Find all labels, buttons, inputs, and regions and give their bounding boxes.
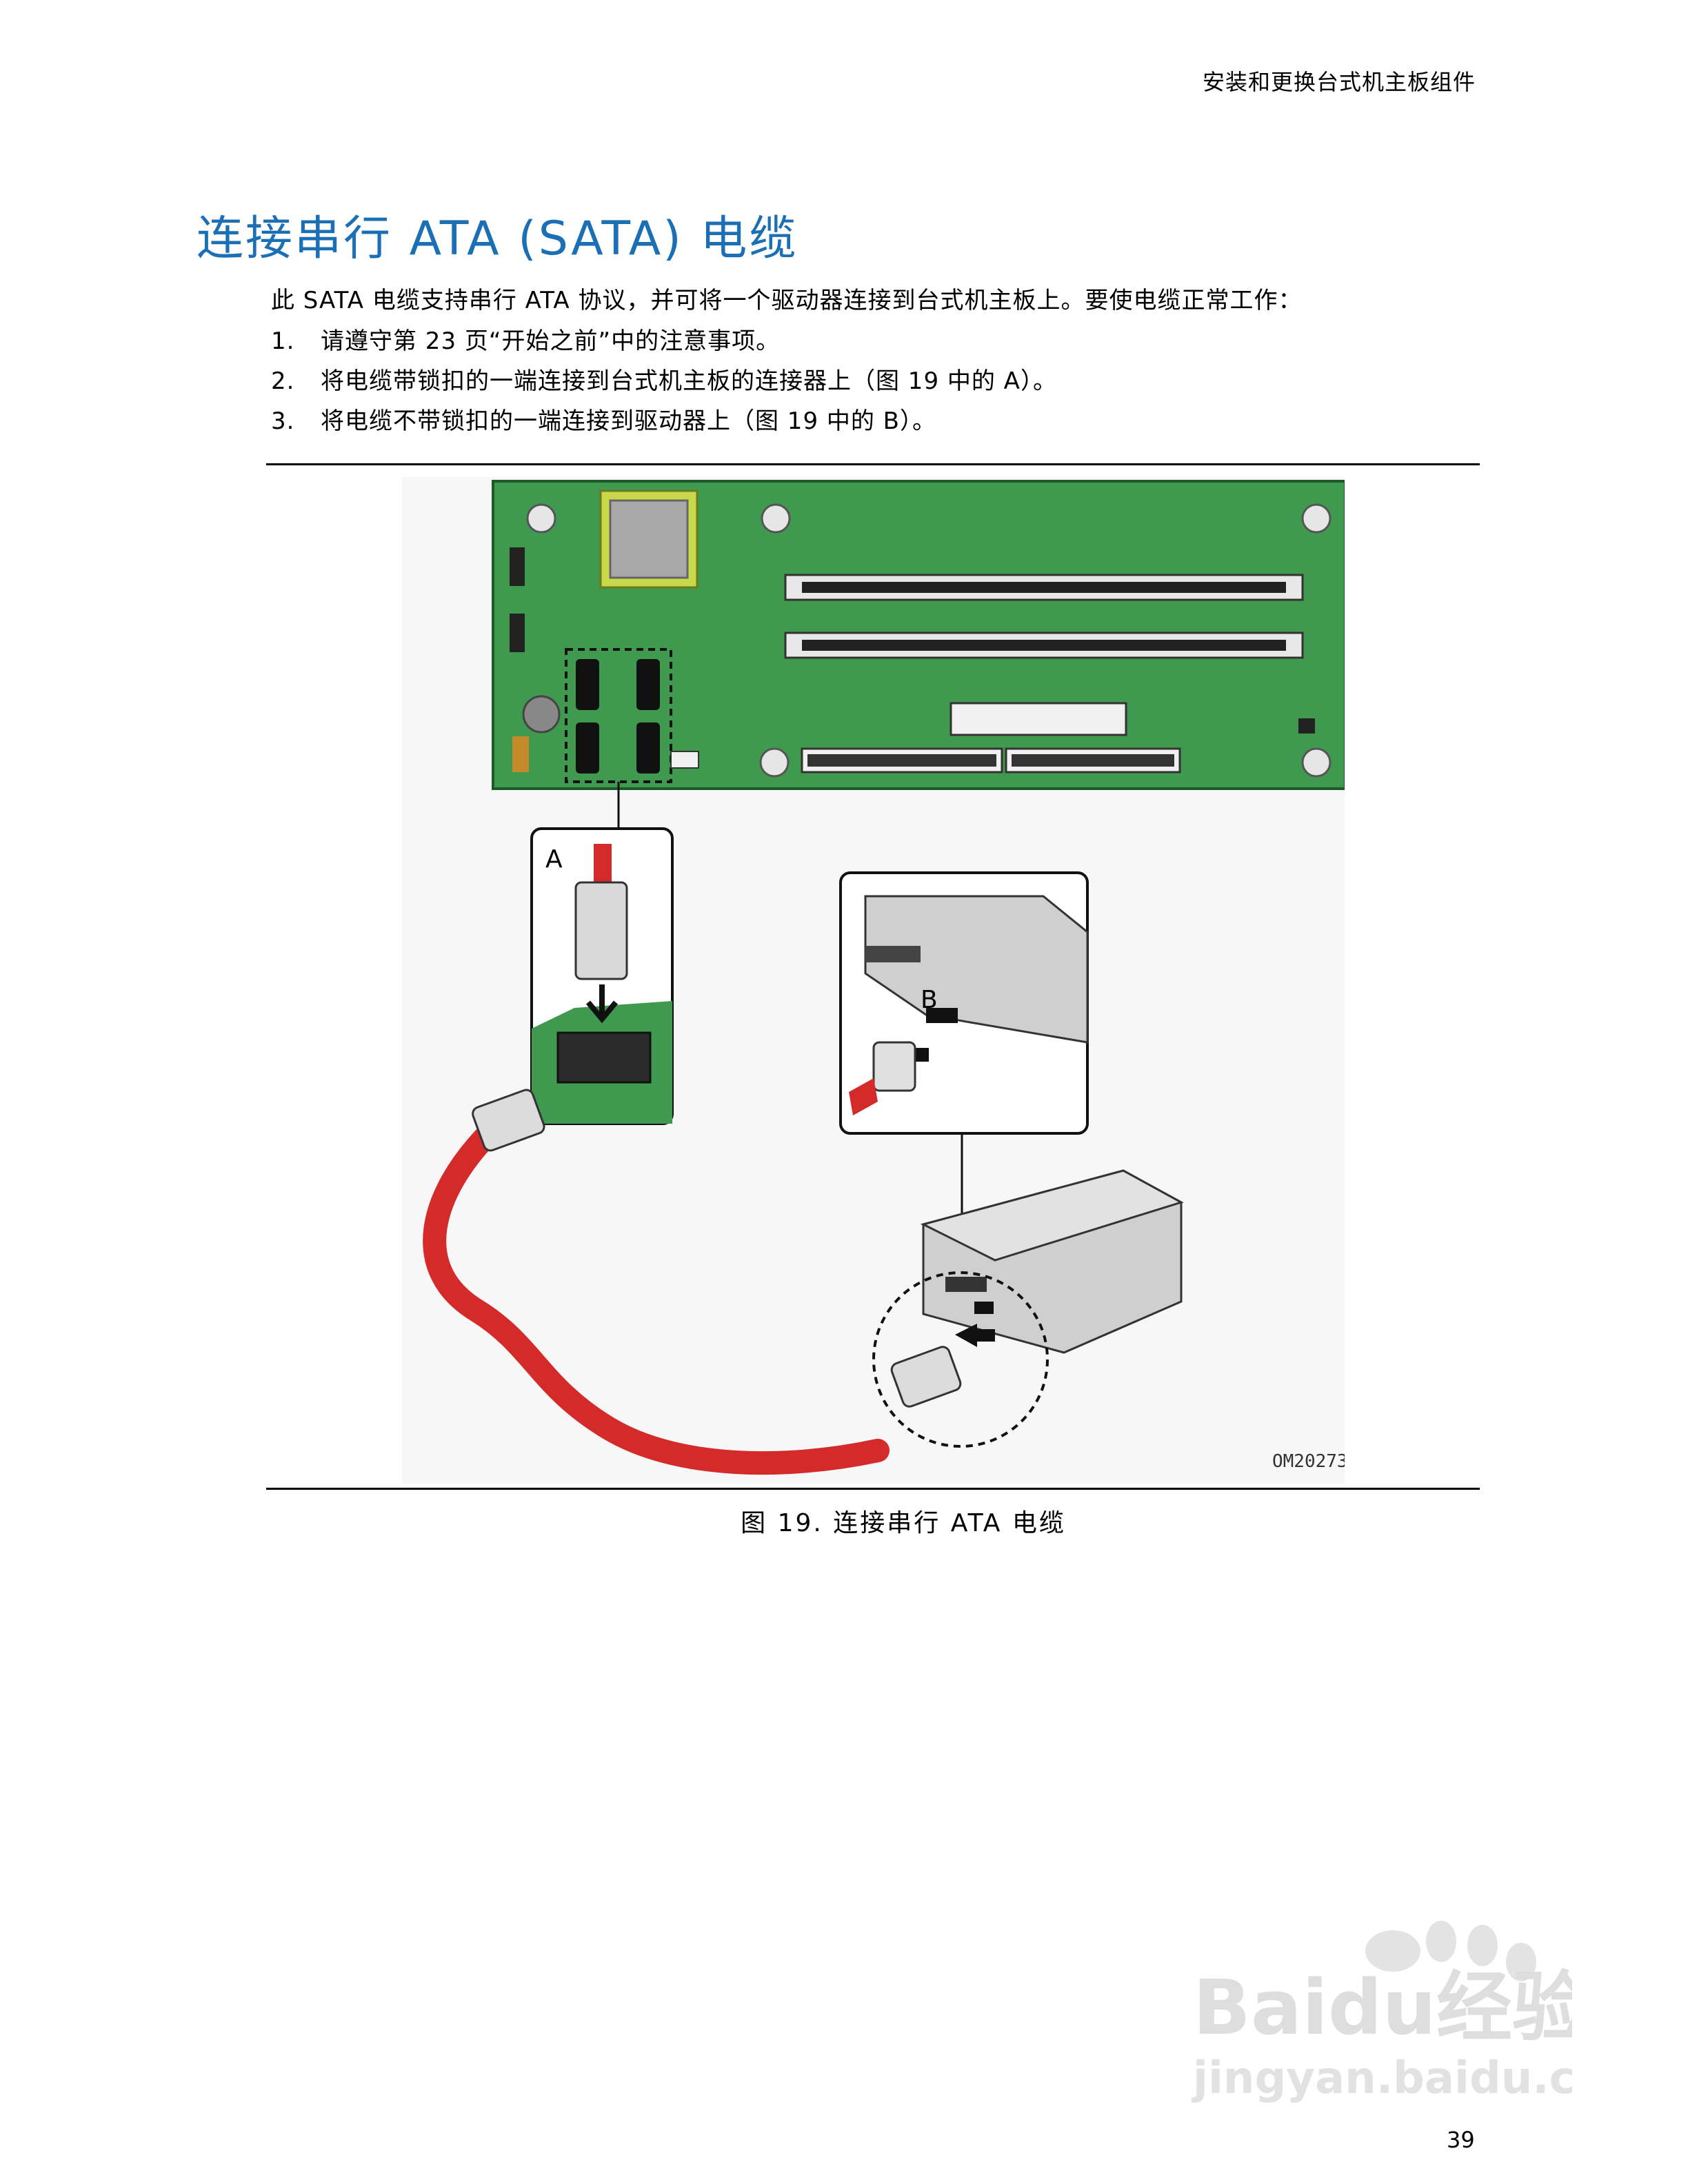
page-number: 39	[1447, 2127, 1475, 2153]
callout-a-label: A	[545, 845, 563, 873]
list-item: 3.将电缆不带锁扣的一端连接到驱动器上（图 19 中的 B）。	[271, 401, 1057, 441]
sata-cable-figure: A B OM20273	[402, 477, 1345, 1484]
page-title: 连接串行 ATA (SATA) 电缆	[197, 200, 798, 268]
step-text: 将电缆不带锁扣的一端连接到驱动器上（图 19 中的 B）。	[321, 407, 936, 435]
step-text: 请遵守第 23 页“开始之前”中的注意事项。	[321, 327, 780, 355]
list-item: 1.请遵守第 23 页“开始之前”中的注意事项。	[271, 321, 1057, 361]
watermark-brand: Baidu经验	[1193, 1963, 1572, 2052]
figure-code: OM20273	[1272, 1451, 1345, 1472]
callout-a-panel: A	[532, 829, 672, 1124]
intro-paragraph: 此 SATA 电缆支持串行 ATA 协议，并可将一个驱动器连接到台式机主板上。要…	[271, 281, 1302, 315]
figure-bottom-rule	[266, 1488, 1480, 1490]
list-item: 2.将电缆带锁扣的一端连接到台式机主板的连接器上（图 19 中的 A）。	[271, 361, 1057, 401]
step-number: 3.	[271, 401, 321, 441]
motherboard-illustration	[493, 481, 1345, 829]
callout-b-label: B	[921, 986, 938, 1014]
figure-top-rule	[266, 463, 1480, 465]
step-number: 1.	[271, 321, 321, 361]
step-text: 将电缆带锁扣的一端连接到台式机主板的连接器上（图 19 中的 A）。	[321, 367, 1057, 395]
baidu-watermark: Baidu经验 jingyan.baidu.com	[1186, 1903, 1572, 2110]
running-header: 安装和更换台式机主板组件	[1203, 65, 1476, 97]
figure-caption: 图 19. 连接串行 ATA 电缆	[0, 1503, 1688, 1539]
steps-list: 1.请遵守第 23 页“开始之前”中的注意事项。 2.将电缆带锁扣的一端连接到台…	[271, 321, 1057, 441]
step-number: 2.	[271, 361, 321, 401]
watermark-url: jingyan.baidu.com	[1191, 2053, 1572, 2104]
